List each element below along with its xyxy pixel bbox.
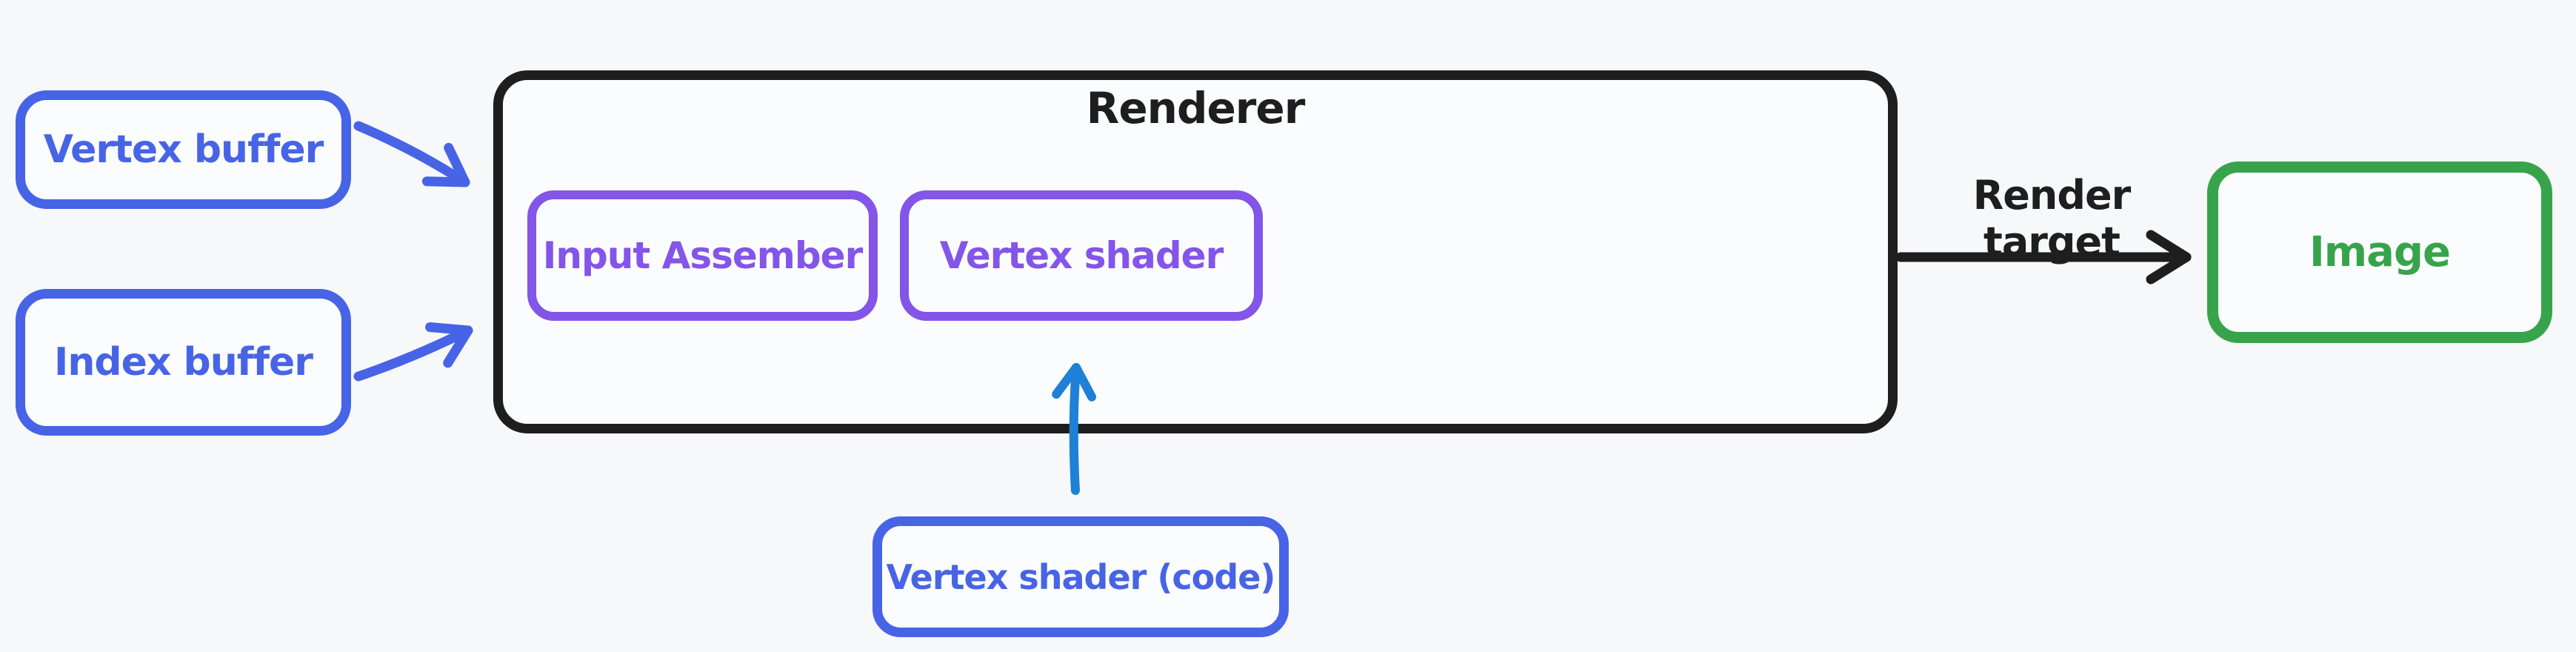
vertex-shader-code-label: Vertex shader (code) — [886, 556, 1276, 597]
image-label: Image — [2309, 228, 2451, 276]
input-assembler-box: Input Assember — [527, 190, 878, 321]
vertex-buffer-box: Vertex buffer — [16, 90, 351, 209]
index-buffer-label: Index buffer — [54, 340, 313, 385]
arrow-vertex-buffer-to-renderer — [353, 121, 470, 187]
vertex-shader-code-box: Vertex shader (code) — [872, 516, 1289, 637]
index-buffer-box: Index buffer — [16, 289, 351, 436]
image-box: Image — [2207, 162, 2552, 343]
input-assembler-label: Input Assember — [542, 234, 863, 277]
render-target-label: Render target — [1972, 172, 2132, 265]
vertex-shader-box: Vertex shader — [900, 190, 1263, 321]
vertex-shader-label: Vertex shader — [939, 234, 1224, 277]
arrow-index-buffer-to-renderer — [353, 322, 473, 382]
vertex-buffer-label: Vertex buffer — [43, 127, 324, 172]
